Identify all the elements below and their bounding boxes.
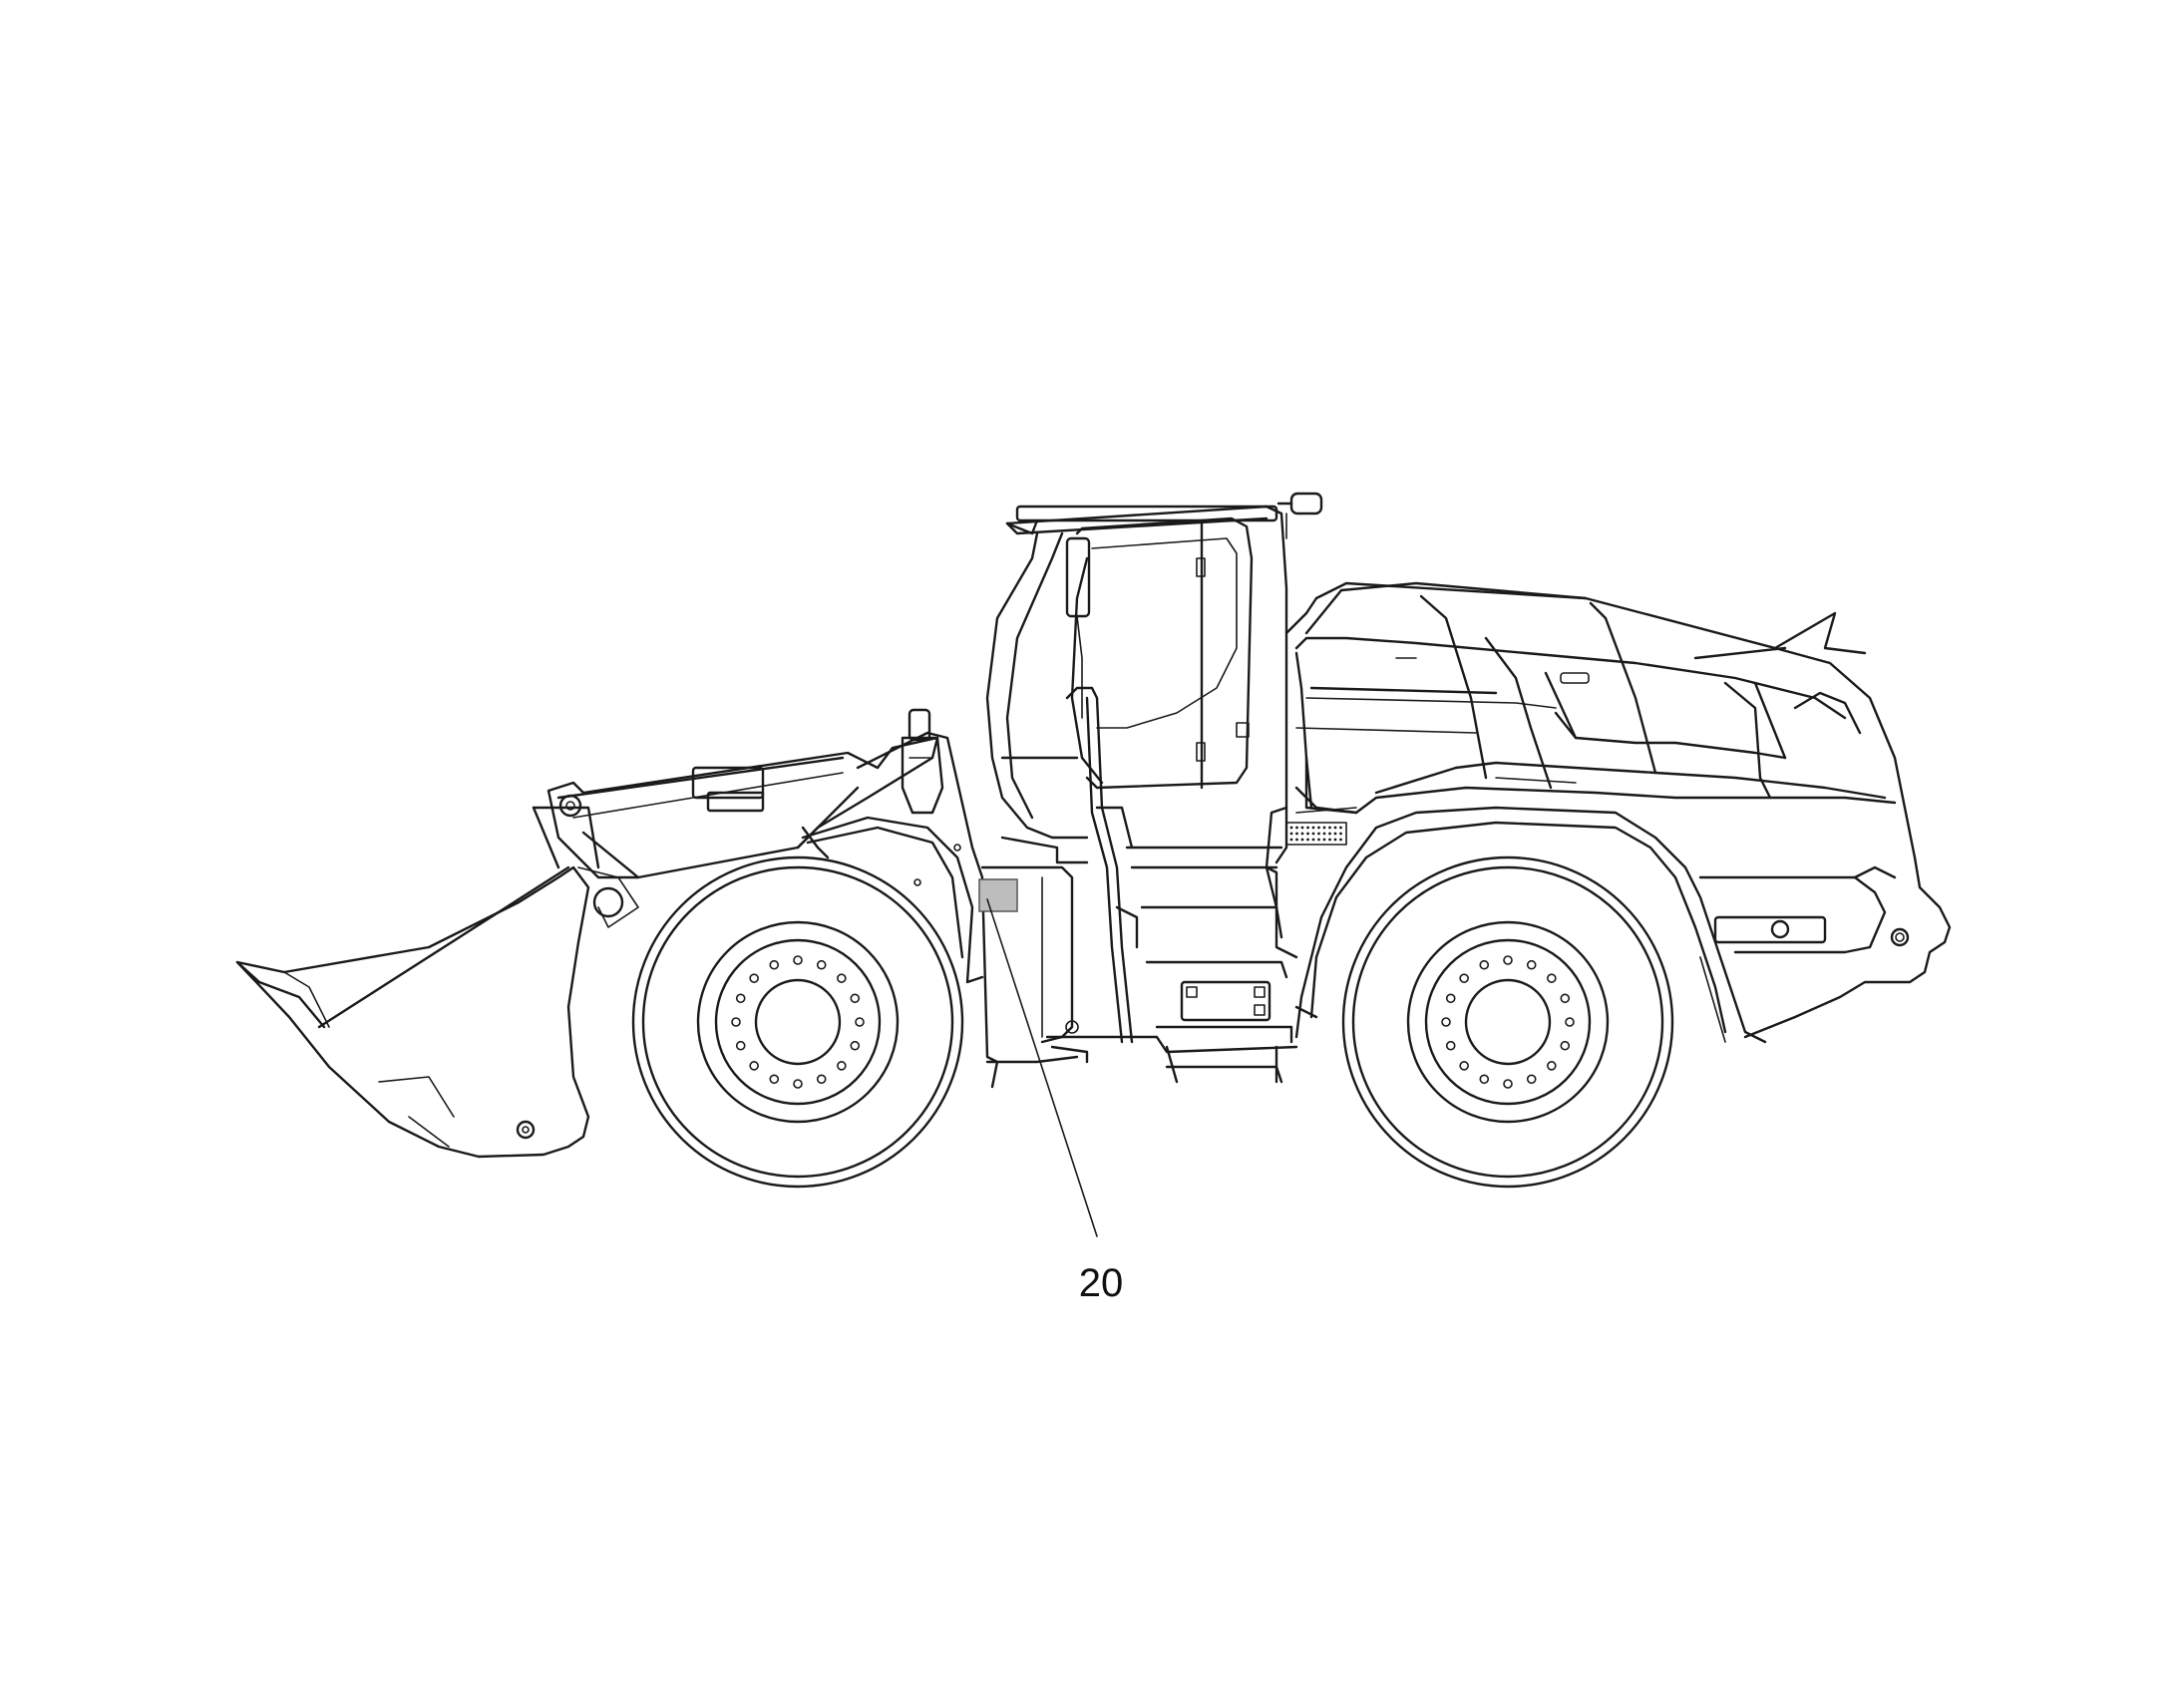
grille-dot — [1339, 838, 1342, 842]
wheel-bolt — [1565, 1017, 1575, 1027]
wheel-bolt — [1503, 1079, 1513, 1089]
wheel-bolt — [1441, 1017, 1451, 1027]
beacon-light — [1276, 492, 1323, 539]
grille-dot — [1328, 838, 1331, 842]
wheel-bolt — [1547, 973, 1557, 983]
grille-dot — [1328, 826, 1331, 830]
side-grille — [1285, 822, 1347, 846]
wheel-bolt — [1503, 955, 1513, 965]
wheel-bolt — [837, 973, 847, 983]
grille-dot — [1289, 826, 1293, 830]
wheel-bolt — [850, 1040, 861, 1051]
callout-20: 20 — [986, 898, 1124, 1305]
wheel-bolt — [1445, 1040, 1456, 1051]
grille-dot — [1295, 832, 1298, 836]
grille-dot — [1306, 838, 1309, 842]
wheel-bolt — [749, 973, 759, 983]
wheel-bolt — [855, 1017, 865, 1027]
wheel-bolt — [735, 993, 746, 1004]
wheel-bolt — [1560, 993, 1571, 1004]
grille-dot — [1311, 832, 1315, 836]
wheel-bolt — [816, 959, 827, 970]
grille-dot — [1333, 838, 1337, 842]
wheel-bolt — [1459, 1061, 1469, 1071]
grille-dot — [1295, 826, 1298, 830]
wheel-bolt — [793, 1079, 803, 1089]
wheel-bolt — [769, 959, 780, 970]
grille-dot — [1300, 826, 1304, 830]
grille-dot — [1333, 832, 1337, 836]
grille-dot — [1317, 838, 1320, 842]
grille-dot — [1300, 832, 1304, 836]
front-frame — [796, 731, 1079, 1089]
wheel-bolt — [1526, 1074, 1537, 1085]
grille-dot — [1328, 832, 1331, 836]
grille-dot — [1289, 838, 1293, 842]
wheel-bolt — [735, 1040, 746, 1051]
wheel-bolt — [816, 1074, 827, 1085]
grille-dot — [1322, 826, 1326, 830]
rear-wheel — [1341, 855, 1674, 1189]
callout-label: 20 — [1079, 1261, 1124, 1305]
grille-dot — [1289, 832, 1293, 836]
wheel-bolt — [769, 1074, 780, 1085]
grille-dot — [1317, 832, 1320, 836]
wheel-bolt — [1479, 1074, 1490, 1085]
tilt-cylinder — [901, 708, 944, 815]
grille-dot — [1339, 826, 1342, 830]
grille-dot — [1322, 832, 1326, 836]
wheel-bolt — [1547, 1061, 1557, 1071]
wheel-bolt — [1459, 973, 1469, 983]
wheel-bolt — [850, 993, 861, 1004]
grille-dot — [1311, 826, 1315, 830]
grille-dot — [1306, 826, 1309, 830]
grille-dot — [1306, 832, 1309, 836]
grille-dot — [1339, 832, 1342, 836]
decal-location-20 — [978, 878, 1018, 912]
engine-hood — [1284, 581, 1952, 1044]
front-wheel-bolts — [731, 955, 865, 1089]
grille-dot — [1322, 838, 1326, 842]
grille-dot — [1295, 838, 1298, 842]
wheel-bolt — [1479, 959, 1490, 970]
wheel-bolt — [793, 955, 803, 965]
front-wheel — [631, 855, 964, 1189]
bucket — [235, 806, 600, 1159]
wheel-bolt — [1526, 959, 1537, 970]
wheel-bolt — [749, 1061, 759, 1071]
access-ladder — [1045, 686, 1298, 1084]
lift-arm — [546, 736, 939, 928]
grille-dot — [1317, 826, 1320, 830]
wheel-bolt — [1560, 1040, 1571, 1051]
wheel-bolt — [1445, 993, 1456, 1004]
grille-dot — [1311, 838, 1315, 842]
callout-leader-line — [986, 898, 1098, 1237]
wheel-bolt — [731, 1017, 741, 1027]
grille-dot — [1300, 838, 1304, 842]
grille-dot — [1333, 826, 1337, 830]
cab — [985, 492, 1323, 864]
wheel-bolt — [837, 1061, 847, 1071]
